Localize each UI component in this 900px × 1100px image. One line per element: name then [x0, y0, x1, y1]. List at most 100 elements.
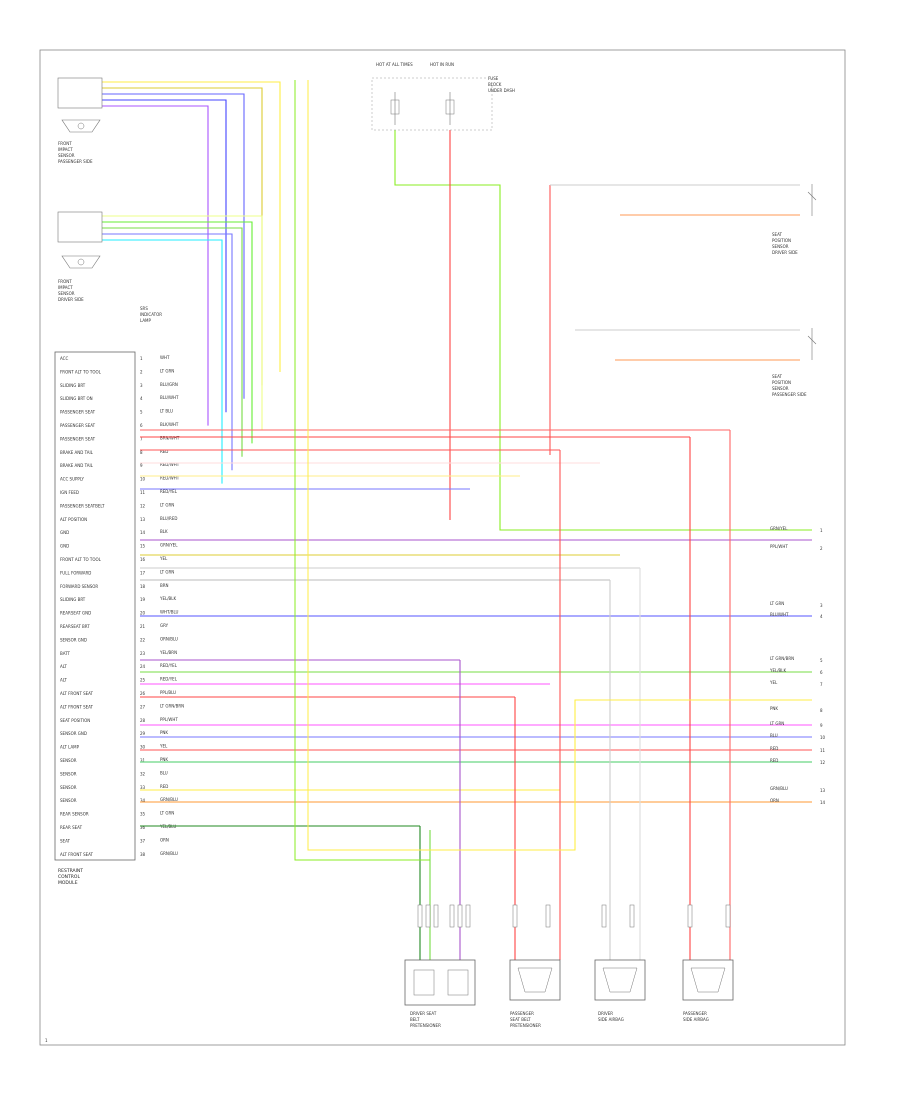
module-pin-label: PASSENGER SEAT	[60, 423, 96, 428]
module-wire-color: PPL/BLU	[160, 690, 176, 695]
connector-stub	[433, 904, 439, 928]
component-label-right_switch_1: POSITION	[772, 238, 791, 243]
connector-stub	[725, 904, 731, 928]
connector-stub	[457, 904, 463, 928]
restraint-control-module	[54, 351, 136, 861]
module-wire-color: BLU/WHT	[160, 395, 179, 400]
component-label-right_switch_2: POSITION	[772, 380, 791, 385]
module-pin-label: SENSOR GND	[60, 637, 87, 642]
module-wire-color: BLU/GRN	[160, 382, 178, 387]
module-pin-label: ACC	[60, 356, 68, 361]
module-pin-label: IGN FEED	[60, 490, 79, 495]
wire-harness	[102, 80, 812, 960]
terminal-wire-color: YEL	[769, 680, 778, 685]
wire-segment	[102, 227, 243, 457]
module-pin-number: 17	[140, 570, 146, 575]
component-label-right_switch_1: SEAT	[772, 232, 782, 237]
component-label-top_fuse_note: UNDER DASH	[488, 88, 515, 93]
module-pin-number: 30	[140, 745, 146, 750]
module-wire-color: LT GRN/BRN	[160, 703, 184, 708]
driver-side-airbag	[594, 959, 646, 1001]
module-wire-color: BLK	[160, 529, 168, 534]
module-pin-number: 35	[140, 812, 146, 817]
component-label-bottom_1: PRETENSIONER	[410, 1023, 441, 1028]
terminal-wire-color: RED	[770, 746, 778, 751]
component-label-front_sensor_2: DRIVER SIDE	[58, 297, 84, 302]
module-pin-label: FRONT ALT TO TOOL	[60, 369, 102, 374]
module-wire-color: GRY	[160, 623, 169, 628]
component-label-bottom_3: DRIVER	[598, 1011, 613, 1016]
module-pin-number: 20	[140, 611, 146, 616]
component-label-right_switch_2: PASSENGER SIDE	[772, 392, 807, 397]
module-pin-label: ALT FRONT SEAT	[60, 704, 94, 709]
wire-segment	[102, 221, 253, 444]
module-pin-label: FRONT ALT TO TOOL	[60, 557, 102, 562]
terminal-wire-color: BLU	[770, 733, 778, 738]
component-label-front_sensor_2: IMPACT	[58, 285, 73, 290]
wire-segment	[102, 81, 281, 372]
module-name-line: MODULE	[58, 880, 78, 886]
component-label-srs_indicator: LAMP	[140, 318, 152, 323]
module-wire-color: YEL	[159, 556, 168, 561]
wire-segment	[102, 87, 263, 386]
component-label-bottom_4: PASSENGER	[683, 1011, 707, 1016]
module-pin-label: SEAT POSITION	[60, 718, 90, 723]
module-wire-color: BLK/WHT	[160, 422, 179, 427]
module-pin-label: FORWARD SENSOR	[60, 584, 98, 589]
terminal-pin: 6	[820, 670, 823, 675]
component-label-right_switch_2: SENSOR	[772, 386, 789, 391]
component-label-right_switch_1: DRIVER SIDE	[772, 250, 798, 255]
module-pin-label: REAR SEAT	[60, 825, 83, 830]
connector-stub	[601, 904, 607, 928]
terminal-wire-color: ORN	[770, 798, 779, 803]
module-pin-label: BRAKE AND TAIL	[60, 463, 94, 468]
module-pin-label: SLIDING BRT	[60, 383, 86, 388]
module-pin-number: 13	[140, 517, 146, 522]
wire-segment	[102, 239, 223, 484]
seat-position-sensor-driver	[807, 184, 817, 216]
terminal-pin: 5	[820, 658, 823, 663]
module-pin-number: 19	[140, 597, 146, 602]
terminal-pin: 11	[820, 748, 826, 753]
module-wire-color: RED/YEL	[160, 489, 178, 494]
module-wire-color: RED/WHT	[160, 476, 180, 481]
component-label-bottom_3: SIDE AIRBAG	[598, 1017, 624, 1022]
module-wire-color: ORN	[160, 837, 169, 842]
module-wire-color: YEL	[159, 744, 168, 749]
module-pin-label: ALT LAMP	[60, 745, 80, 750]
component-label-srs_indicator: INDICATOR	[140, 312, 162, 317]
module-wire-color: WHT/BLU	[160, 610, 179, 615]
module-pin-label: GND	[60, 530, 69, 535]
wire-segment	[394, 130, 812, 531]
component-label-right_switch_1: SENSOR	[772, 244, 789, 249]
module-pin-number: 36	[140, 825, 146, 830]
connector-stub	[465, 904, 471, 928]
module-wire-color: BRN	[160, 583, 169, 588]
module-pin-number: 16	[140, 557, 146, 562]
terminal-pin: 2	[820, 546, 823, 551]
module-wire-color: LT GRN	[160, 502, 174, 507]
module-wire-color: LT GRN	[160, 811, 174, 816]
module-wire-color: PNK	[160, 757, 168, 762]
module-pin-number: 18	[140, 584, 146, 589]
module-pin-number: 22	[140, 637, 146, 642]
terminal-wire-color: GRN/BLU	[770, 786, 788, 791]
front-impact-sensor-passenger	[57, 77, 103, 133]
connector-stub	[545, 904, 551, 928]
module-pin-label: ALT POSITION	[60, 517, 87, 522]
connector-stub	[417, 904, 423, 928]
module-pin-label: ALT	[60, 678, 67, 683]
module-wire-color: RED	[160, 784, 168, 789]
component-label-bottom_2: PASSENGER	[510, 1011, 534, 1016]
terminal-wire-color: LT GRN/BRN	[770, 656, 794, 661]
module-pin-number: 25	[140, 678, 146, 683]
module-wire-color: GRN/YEL	[160, 543, 178, 548]
module-wire-color: PPL/WHT	[160, 717, 178, 722]
module-wire-color: GRN/BLU	[160, 797, 178, 802]
module-pin-label: SENSOR	[60, 798, 77, 803]
module-wire-color: YEL/BLK	[159, 596, 177, 601]
component-label-front_sensor_1: SENSOR	[58, 153, 75, 158]
wire-segment	[307, 80, 812, 851]
